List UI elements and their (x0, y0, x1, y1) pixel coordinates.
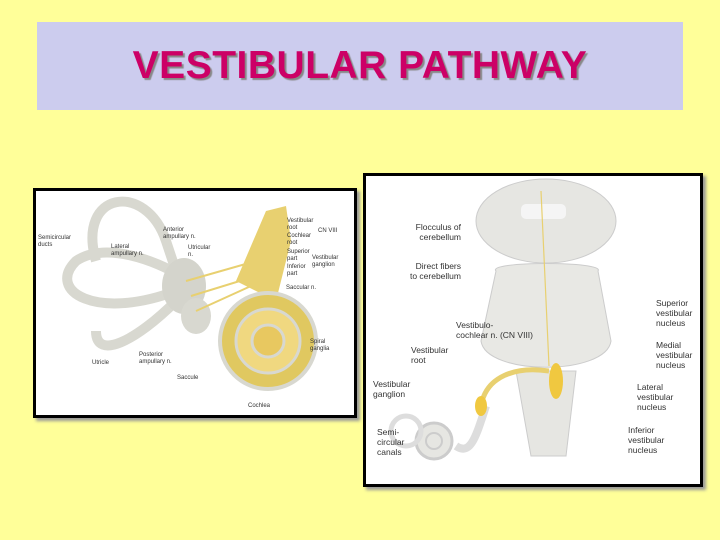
label-lateral-nucleus: Lateral vestibular nucleus (637, 382, 674, 412)
label-posterior-ampullary: Posterior ampullary n. (139, 352, 172, 365)
label-vestibular-root: Vestibular root (411, 345, 449, 365)
label-superior-nucleus: Superior vestibular nucleus (656, 298, 693, 328)
label-superior-part: Superior part (287, 249, 310, 262)
label-cochlear-root: Cochlear root (287, 233, 312, 246)
label-saccular-n: Saccular n. (286, 285, 317, 291)
label-cn-viii: CN VIII (318, 228, 338, 234)
label-flocculus: Flocculus of cerebellum (415, 222, 461, 242)
label-semicircular-canals: Semi- circular canals (377, 427, 405, 457)
title-box: VESTIBULAR PATHWAY (37, 22, 683, 110)
brainstem-illustration (388, 178, 617, 461)
label-saccule: Saccule (177, 375, 199, 381)
label-utricle: Utricle (92, 360, 110, 366)
inner-ear-figure: Semicircular ducts Lateral ampullary n. … (33, 188, 357, 418)
label-medial-nucleus: Medial vestibular nucleus (656, 340, 693, 370)
label-vestibular-ganglion: Vestibular ganglion (373, 379, 411, 399)
label-vestibular-ganglion: Vestibular ganglion (312, 255, 339, 268)
label-vestibular-root: Vestibular root (287, 218, 314, 231)
label-inferior-part: Inferior part (287, 264, 306, 277)
brainstem-figure: Flocculus of cerebellum Direct fibers to… (363, 173, 703, 487)
label-anterior-ampullary: Anterior ampullary n. (163, 227, 196, 240)
label-vestibulocochlear: Vestibulo- cochlear n. (CN VIII) (456, 320, 533, 340)
label-direct-fibers: Direct fibers to cerebellum (409, 261, 461, 281)
slide-title: VESTIBULAR PATHWAY (132, 44, 588, 87)
label-semicircular-ducts: Semicircular ducts (38, 235, 72, 248)
label-cochlea: Cochlea (248, 403, 271, 409)
label-lateral-ampullary: Lateral ampullary n. (111, 244, 144, 257)
label-utricular-n: Utricular n. (188, 245, 211, 258)
inner-ear-illustration (62, 196, 318, 391)
label-inferior-nucleus: Inferior vestibular nucleus (628, 425, 665, 455)
label-spiral-ganglia: Spiral ganglia (310, 339, 330, 352)
